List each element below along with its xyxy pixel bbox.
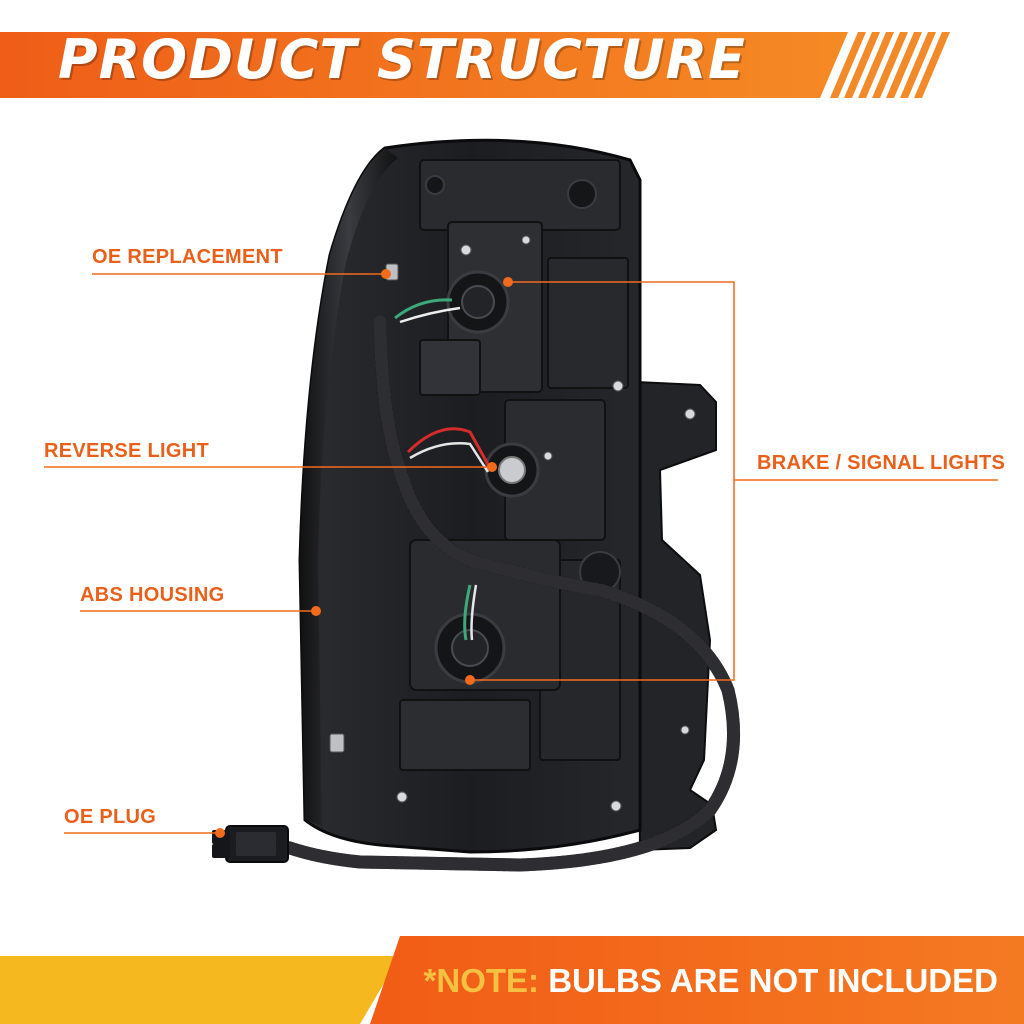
page-title: PRODUCT STRUCTURE [58,28,746,91]
footer-banner: *NOTE: BULBS ARE NOT INCLUDED [0,936,1024,1024]
oe-replacement-dot [381,269,391,279]
footer-note: *NOTE: BULBS ARE NOT INCLUDED [424,962,998,1000]
header-banner-shape [0,32,950,98]
oe-plug-dot [215,828,225,838]
screws [396,235,696,812]
callout-lines [44,273,998,834]
abs-housing-dot [311,606,321,616]
footer-banner-shape [0,936,1024,1024]
label-reverse-light: REVERSE LIGHT [44,440,210,462]
label-abs-housing: ABS HOUSING [80,584,225,606]
side-bracket [634,380,718,852]
oe-plug-connector [212,825,289,863]
label-oe-replacement: OE REPLACEMENT [92,246,283,268]
header-stripes [830,32,950,98]
brake-dot-upper [503,277,513,287]
tail-light-diagram [44,138,998,872]
housing-rim [300,148,398,826]
mounting-studs [329,263,399,753]
label-oe-plug: OE PLUG [64,806,157,828]
brake-dot-lower [465,675,475,685]
callout-dots [215,269,513,838]
note-prefix: *NOTE: [423,962,540,999]
note-text: BULBS ARE NOT INCLUDED [539,962,998,999]
label-brake-signal-lights: BRAKE / SIGNAL LIGHTS [757,452,1006,474]
reverse-light-dot [487,462,497,472]
brake-signal-line [470,281,735,681]
header-banner: PRODUCT STRUCTURE [0,0,1024,130]
